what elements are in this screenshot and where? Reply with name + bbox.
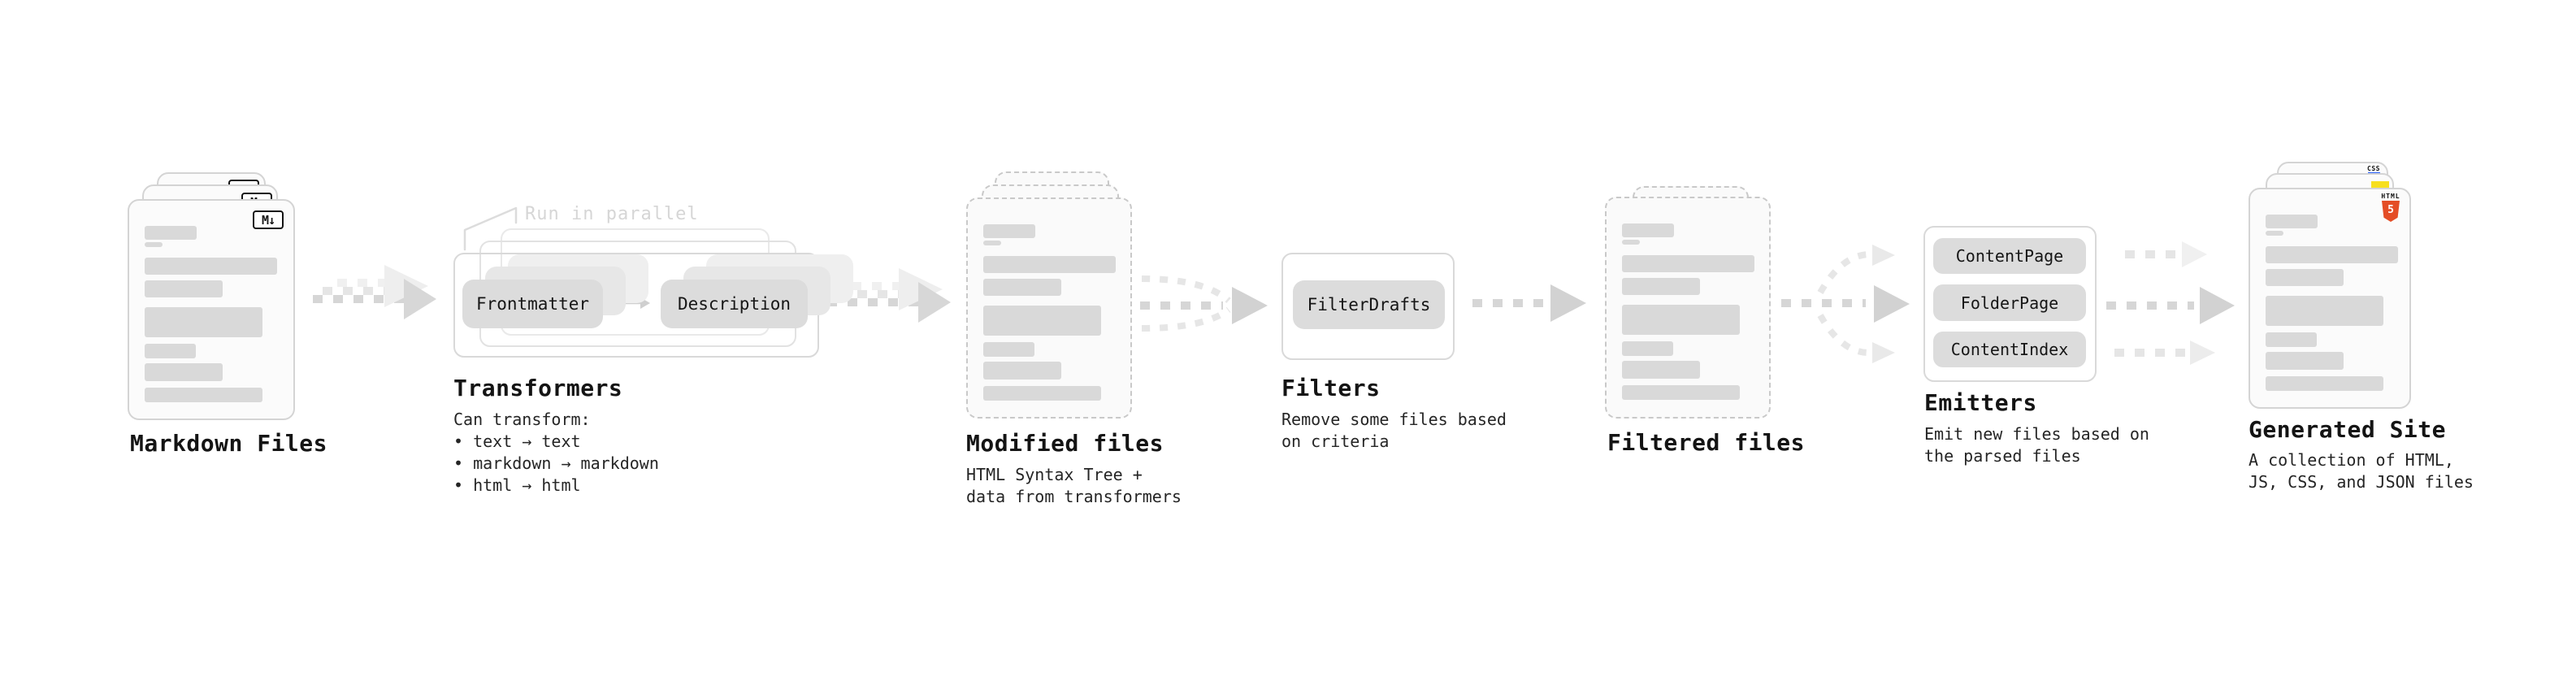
html5-icon: HTML 5 <box>2380 193 2401 222</box>
js-icon <box>2371 181 2389 189</box>
text-placeholder-bar <box>1622 385 1740 400</box>
arrow-markdown-to-transformers <box>313 265 436 319</box>
stage-caption-filters: Remove some files based on criteria <box>1281 410 1507 451</box>
stage-title-emitters: Emitters <box>1924 389 2037 416</box>
arrow-filtered-to-emitters <box>1781 245 1910 363</box>
stage-title-filters: Filters <box>1281 375 1381 401</box>
text-placeholder-bar <box>145 226 197 240</box>
filtered-file-card <box>1605 197 1771 419</box>
transformer-pill-frontmatter: Frontmatter <box>462 280 603 328</box>
modified-file-card <box>966 197 1132 419</box>
stage-caption-modified-files: HTML Syntax Tree + data from transformer… <box>966 465 1182 506</box>
text-placeholder-bar <box>2266 296 2383 326</box>
text-placeholder-bar <box>983 241 1001 245</box>
text-placeholder-bar <box>145 363 223 381</box>
text-placeholder-bar <box>983 306 1101 336</box>
stage-title-transformers: Transformers <box>453 375 623 401</box>
text-placeholder-bar <box>145 344 196 358</box>
text-placeholder-bar <box>145 280 223 297</box>
html5-icon-shield: 5 <box>2382 201 2400 222</box>
text-placeholder-bar <box>983 224 1035 238</box>
filters-frame <box>1281 253 1455 360</box>
text-placeholder-bar <box>2266 332 2317 347</box>
markdown-file-card: M↓ <box>128 199 295 420</box>
run-in-parallel-note: Run in parallel <box>525 204 699 224</box>
stage-title-generated-site: Generated Site <box>2249 416 2447 443</box>
text-placeholder-bar <box>1622 278 1700 295</box>
text-placeholder-bar <box>2266 352 2344 370</box>
emitter-pill-contentindex: ContentIndex <box>1933 332 2086 367</box>
text-placeholder-bar <box>145 307 262 337</box>
emitters-frame <box>1923 226 2097 382</box>
text-placeholder-bar <box>983 386 1101 401</box>
emitter-pill-folderpage: FolderPage <box>1933 284 2086 321</box>
transformer-pill-description: Description <box>661 280 808 328</box>
text-placeholder-bar <box>983 279 1061 296</box>
html5-icon-label: HTML <box>2381 193 2400 200</box>
text-placeholder-bar <box>145 388 262 402</box>
text-placeholder-bar <box>2266 231 2283 236</box>
markdown-icon: M↓ <box>253 210 284 229</box>
stage-title-filtered-files: Filtered files <box>1607 429 1806 456</box>
text-placeholder-bar <box>2266 215 2318 228</box>
arrow-modified-to-filters <box>1140 275 1268 332</box>
text-placeholder-bar <box>145 258 277 275</box>
emitter-pill-contentpage: ContentPage <box>1933 238 2086 274</box>
text-placeholder-bar <box>983 342 1034 357</box>
text-placeholder-bar <box>2266 376 2383 391</box>
text-placeholder-bar <box>2266 269 2344 286</box>
text-placeholder-bar <box>1622 341 1673 356</box>
filter-pill-filterdrafts: FilterDrafts <box>1293 280 1445 329</box>
arrow-emitters-to-generated <box>2106 241 2235 365</box>
stage-caption-transformers: Can transform: • text → text • markdown … <box>453 410 659 495</box>
stage-title-markdown-files: Markdown Files <box>130 430 328 457</box>
stage-caption-emitters: Emit new files based on the parsed files <box>1924 424 2149 466</box>
arrow-filters-to-filtered <box>1472 284 1586 322</box>
text-placeholder-bar <box>145 242 163 247</box>
text-placeholder-bar <box>1622 305 1740 335</box>
text-placeholder-bar <box>1622 255 1754 272</box>
html5-icon-number: 5 <box>2387 203 2394 216</box>
stage-title-modified-files: Modified files <box>966 430 1164 457</box>
css-icon-label: CSS <box>2367 165 2380 172</box>
text-placeholder-bar <box>1622 361 1700 379</box>
text-placeholder-bar <box>2266 246 2398 263</box>
text-placeholder-bar <box>1622 223 1674 237</box>
text-placeholder-bar <box>983 256 1116 273</box>
text-placeholder-bar <box>983 362 1061 380</box>
text-placeholder-bar <box>1622 240 1640 245</box>
generated-site-card: HTML 5 <box>2249 188 2411 409</box>
stage-caption-generated-site: A collection of HTML, JS, CSS, and JSON … <box>2249 450 2474 492</box>
